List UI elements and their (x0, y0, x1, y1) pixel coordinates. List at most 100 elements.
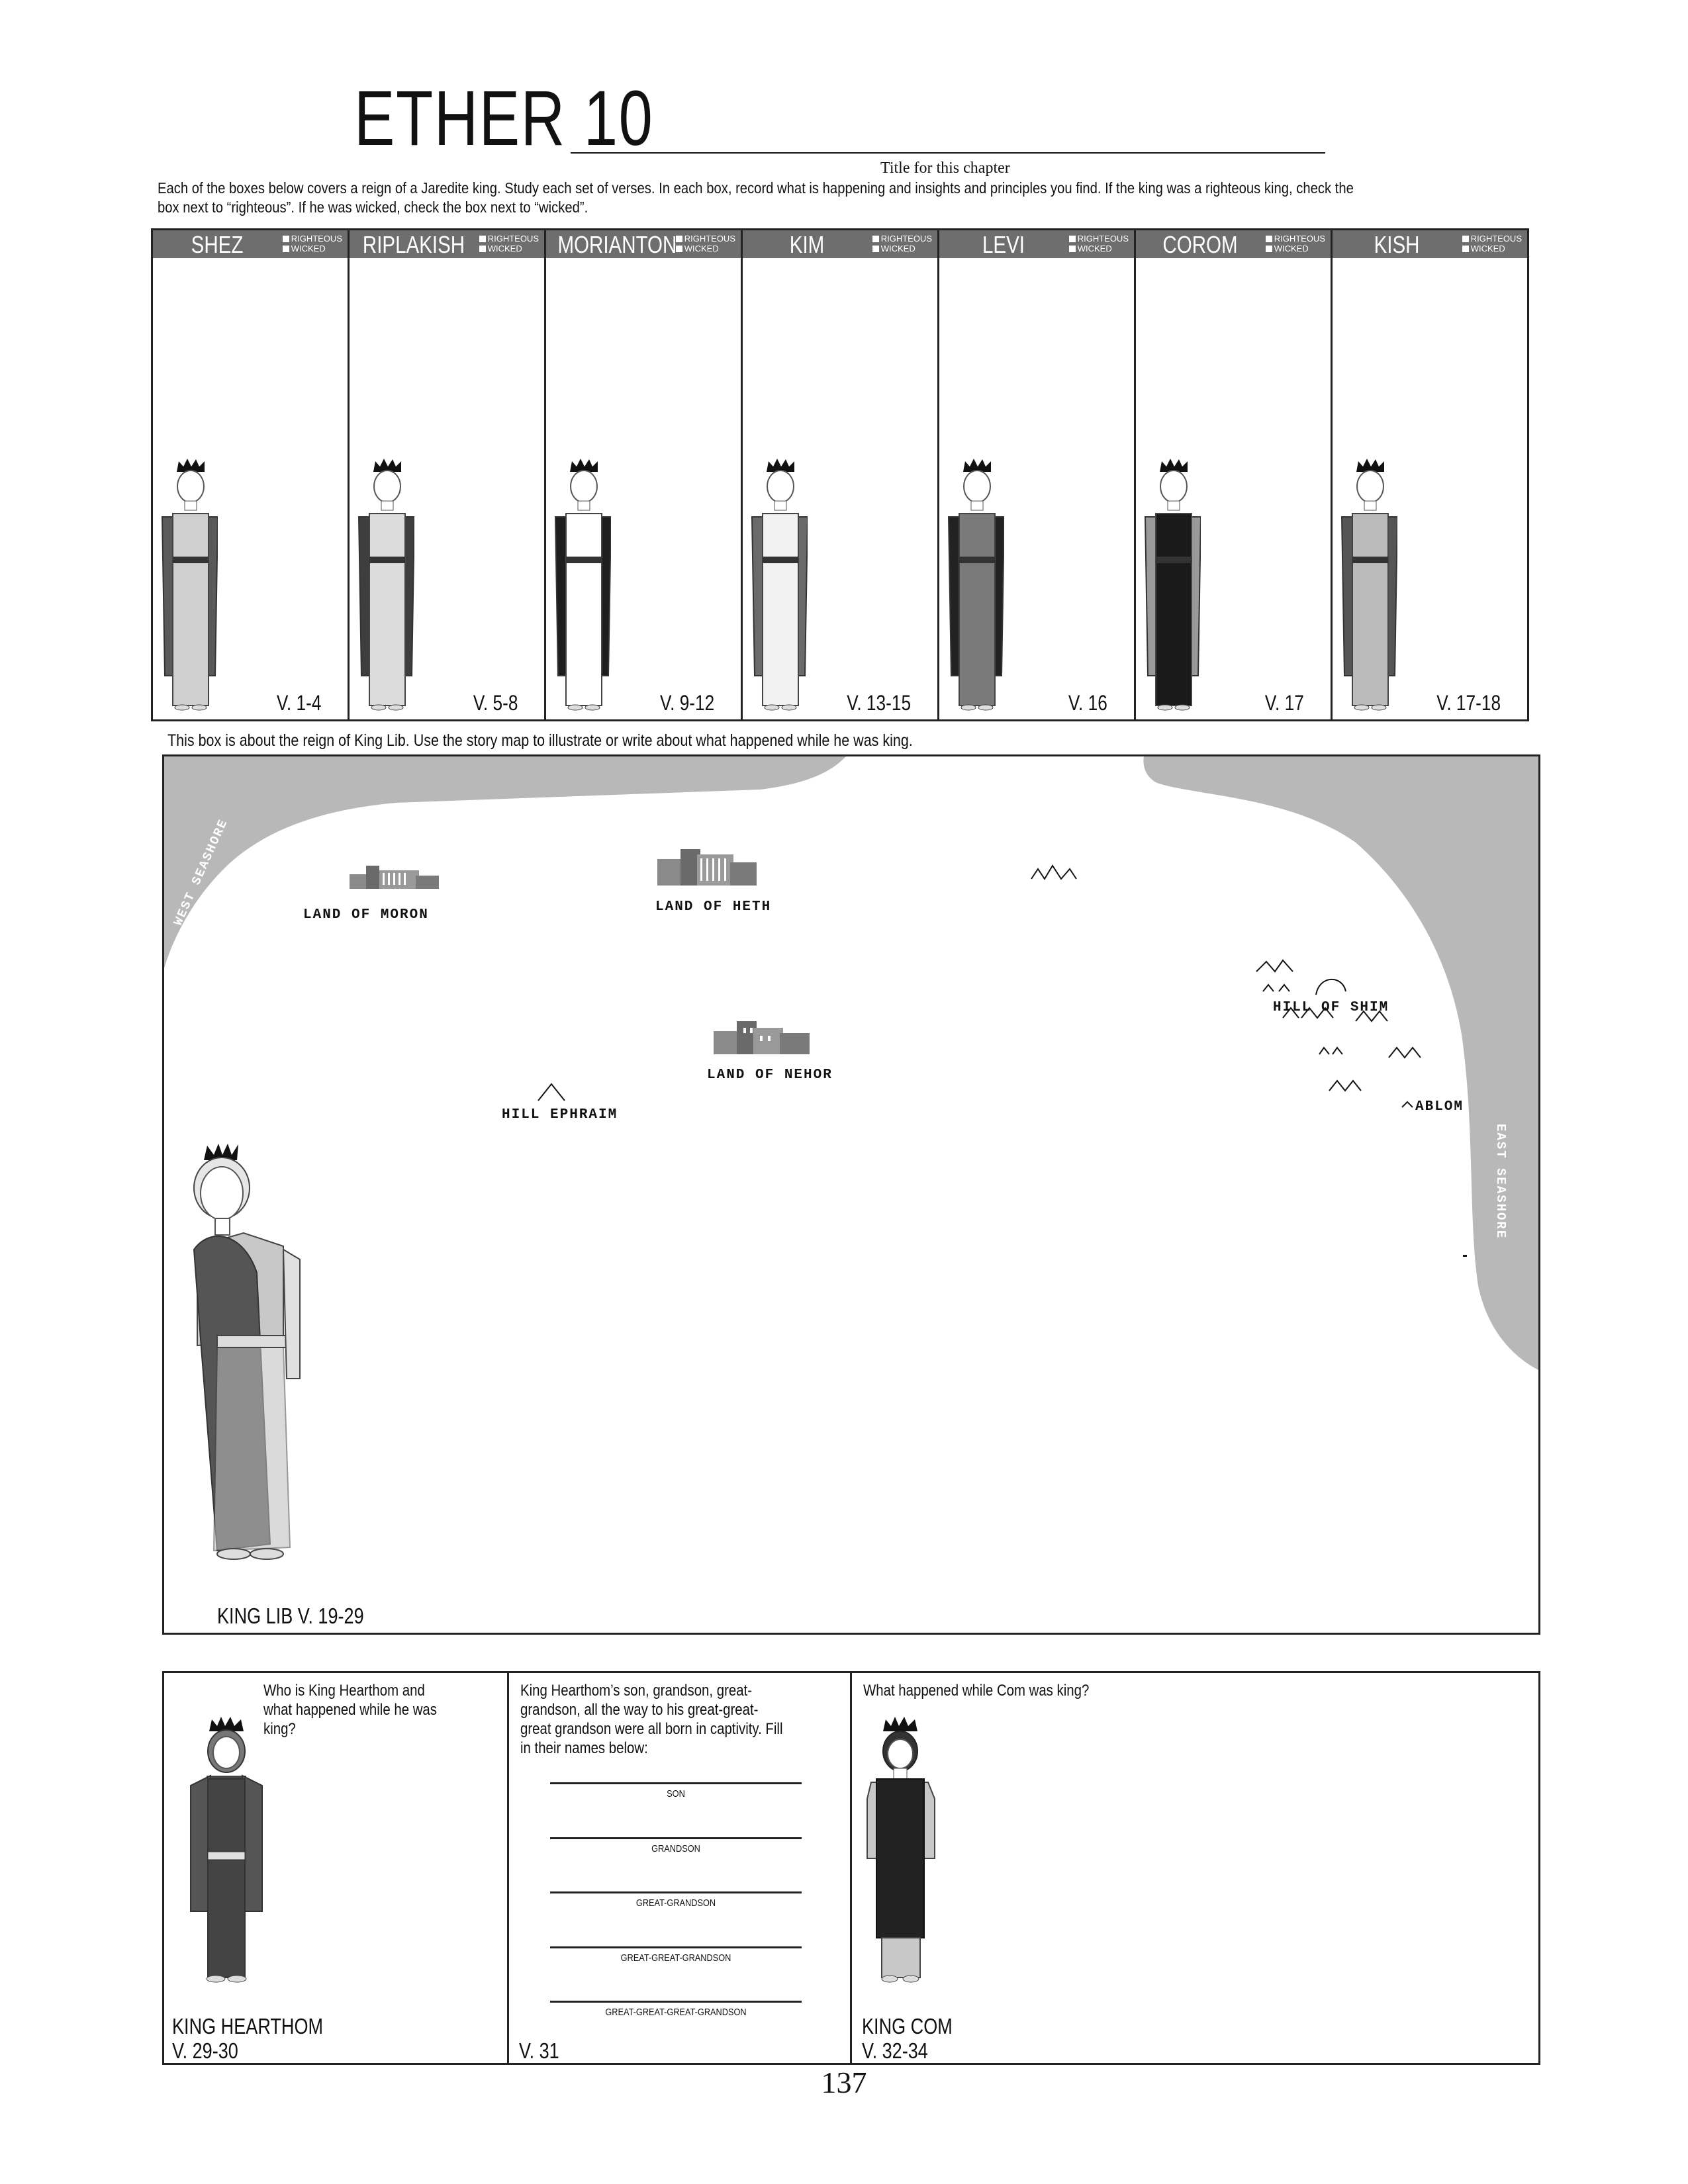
righteous-checkbox[interactable] (1068, 235, 1076, 242)
king-verse: V. 5-8 (473, 691, 518, 715)
story-map[interactable]: WEST SEASHORE EAST SEASHORE LAND OF MORO… (162, 754, 1540, 1635)
son-label: SON (667, 1788, 685, 1799)
king-name: LEVI (982, 231, 1025, 258)
king-figure (751, 459, 808, 711)
land-of-heth-label: LAND OF HETH (655, 899, 772, 915)
king-verse: V. 16 (1068, 691, 1107, 715)
king-verse: V. 1-4 (276, 691, 321, 715)
king-lib-label: KING LIB V. 19-29 (217, 1604, 364, 1628)
righteous-checkbox[interactable] (479, 235, 486, 242)
descendants-panel: King Hearthom’s son, grandson, great-gra… (507, 1673, 852, 2063)
wicked-checkbox[interactable] (479, 245, 486, 252)
wicked-checkbox[interactable] (872, 245, 879, 252)
righteous-checkbox[interactable] (282, 235, 289, 242)
title-field-caption: Title for this chapter (880, 159, 1010, 177)
page-number: 137 (821, 2066, 867, 2099)
hill-ephraim-label: HILL EPHRAIM (502, 1107, 618, 1122)
wicked-label: WICKED (1077, 244, 1112, 253)
wicked-option: WICKED (1265, 244, 1325, 253)
righteous-label: RIGHTEOUS (291, 234, 342, 244)
righteous-label: RIGHTEOUS (684, 234, 735, 244)
wicked-checkbox[interactable] (1265, 245, 1272, 252)
map-drawing (164, 756, 1538, 1560)
righteous-checkbox[interactable] (675, 235, 682, 242)
righteous-label: RIGHTEOUS (880, 234, 932, 244)
wicked-label: WICKED (487, 244, 522, 253)
righteous-checkbox[interactable] (1462, 235, 1469, 242)
king-figure (554, 459, 611, 711)
wicked-checkbox[interactable] (675, 245, 682, 252)
righteous-checkbox[interactable] (1265, 235, 1272, 242)
page-title: ETHER 10 (354, 75, 654, 162)
ablom-label: ABLOM (1415, 1099, 1464, 1115)
com-verse: V. 32-34 (862, 2038, 928, 2063)
com-panel[interactable]: What happened while Com was king? KING C… (850, 1673, 1538, 2063)
king-figure (947, 459, 1004, 711)
hill-of-shim-label: HILL OF SHIM (1273, 1000, 1389, 1015)
righteous-option: RIGHTEOUS (479, 234, 539, 244)
great-great-grandson-label: GREAT-GREAT-GRANDSON (620, 1952, 731, 1964)
king-verse: V. 9-12 (659, 691, 714, 715)
king-name: RIPLAKISH (362, 231, 465, 258)
great-great-grandson-line[interactable] (550, 1946, 802, 1948)
righteous-option: RIGHTEOUS (872, 234, 932, 244)
wicked-option: WICKED (1462, 244, 1522, 253)
wicked-option: WICKED (675, 244, 735, 253)
west-sea-shape (164, 756, 846, 968)
son-line[interactable] (550, 1782, 802, 1784)
wicked-label: WICKED (684, 244, 719, 253)
wicked-option: WICKED (872, 244, 932, 253)
righteous-option: RIGHTEOUS (1068, 234, 1129, 244)
wicked-option: WICKED (282, 244, 342, 253)
wicked-checkbox[interactable] (1068, 245, 1076, 252)
great-great-great-grandson-line[interactable] (550, 2001, 802, 2003)
map-caption: This box is about the reign of King Lib.… (167, 731, 913, 750)
hearthom-question: Who is King Hearthom and what happened w… (263, 1682, 437, 1738)
king-figure (1340, 459, 1397, 711)
wicked-label: WICKED (291, 244, 326, 253)
shim-mountains (1256, 959, 1421, 1108)
grandson-label: GRANDSON (651, 1843, 700, 1854)
king-name: MORIANTON (557, 231, 677, 258)
king-name: COROM (1162, 231, 1238, 258)
instructions: Each of the boxes below covers a reign o… (158, 179, 1354, 216)
grandson-line[interactable] (550, 1837, 802, 1839)
king-name: KISH (1374, 231, 1420, 258)
land-of-moron-label: LAND OF MORON (303, 907, 429, 923)
king-name: SHEZ (191, 231, 244, 258)
wicked-checkbox[interactable] (282, 245, 289, 252)
great-grandson-line[interactable] (550, 1891, 802, 1893)
hearthom-panel[interactable]: Who is King Hearthom and what happened w… (164, 1673, 509, 2063)
king-verse: V. 13-15 (847, 691, 911, 715)
righteous-label: RIGHTEOUS (1470, 234, 1522, 244)
wicked-option: WICKED (1068, 244, 1129, 253)
king-figure (1144, 459, 1201, 711)
righteous-option: RIGHTEOUS (1462, 234, 1522, 244)
king-verse: V. 17-18 (1436, 691, 1501, 715)
wicked-label: WICKED (1470, 244, 1505, 253)
wicked-checkbox[interactable] (1462, 245, 1469, 252)
north-mountains (1031, 864, 1077, 880)
heth-buildings (657, 849, 757, 886)
righteous-checkbox[interactable] (872, 235, 879, 242)
righteous-option: RIGHTEOUS (675, 234, 735, 244)
chapter-title-field[interactable] (571, 152, 1325, 154)
east-seashore-label: EAST SEASHORE (1493, 1124, 1508, 1240)
king-figure (357, 459, 414, 711)
righteous-label: RIGHTEOUS (1077, 234, 1129, 244)
